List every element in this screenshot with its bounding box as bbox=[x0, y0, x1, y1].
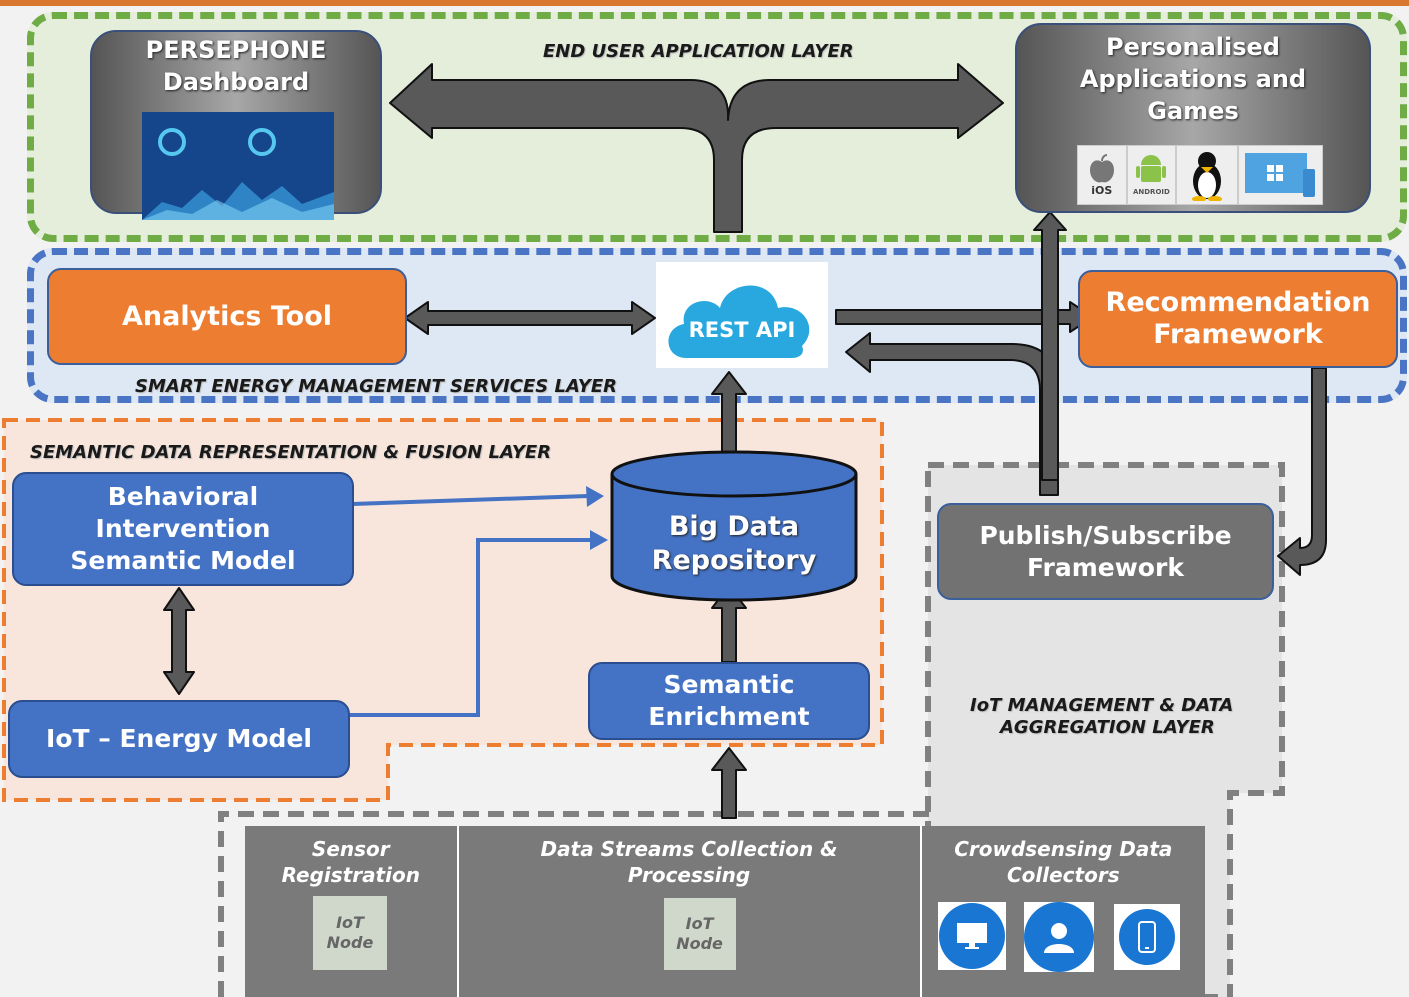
data-streams-cell[interactable]: Data Streams Collection & Processing IoT… bbox=[458, 826, 922, 997]
rest-api-box[interactable]: REST API bbox=[656, 262, 828, 368]
iot-layer-title-1: IoT MANAGEMENT & DATA bbox=[970, 695, 1234, 716]
windows-device-icon bbox=[1237, 145, 1323, 205]
top-accent-bar bbox=[0, 0, 1409, 6]
iot-energy-model-box[interactable]: IoT – Energy Model bbox=[8, 700, 350, 778]
behavioral-title-1: Behavioral bbox=[107, 482, 259, 511]
cloud-icon bbox=[668, 285, 810, 358]
dashboard-screenshot-image bbox=[142, 112, 334, 220]
pubsub-title-1: Publish/Subscribe bbox=[979, 520, 1232, 550]
iot-node-label-1: IoT bbox=[685, 914, 714, 933]
analytics-rest-arrow bbox=[404, 301, 656, 335]
rest-api-label: REST API bbox=[688, 318, 796, 342]
iot-node-label-1: IoT bbox=[336, 913, 364, 932]
pubsub-apps-arrow bbox=[1033, 211, 1067, 481]
behavioral-intervention-box[interactable]: Behavioral Intervention Semantic Model bbox=[12, 472, 354, 586]
analytics-tool-label: Analytics Tool bbox=[121, 300, 332, 332]
apple-icon: iOS bbox=[1077, 145, 1127, 205]
behavioral-title-2: Intervention bbox=[95, 514, 271, 543]
os-logos: iOS ANDROID bbox=[1077, 145, 1323, 205]
bottom-enrichment-arrow bbox=[711, 747, 747, 819]
dashboard-title-2: Dashboard bbox=[162, 68, 310, 96]
recommendation-pubsub-arrow bbox=[1277, 367, 1327, 576]
mobile-phone-icon bbox=[1113, 904, 1180, 970]
recommendation-framework-box[interactable]: Recommendation Framework bbox=[1078, 270, 1398, 368]
streams-title-1: Data Streams Collection & bbox=[540, 837, 838, 861]
analytics-tool-box[interactable]: Analytics Tool bbox=[47, 268, 407, 365]
desktop-icon bbox=[937, 902, 1006, 970]
crowd-title-1: Crowdsensing Data bbox=[954, 837, 1173, 861]
split-arrow bbox=[389, 63, 1004, 233]
publish-subscribe-box[interactable]: Publish/Subscribe Framework bbox=[937, 503, 1274, 600]
sensor-registration-cell[interactable]: Sensor Registration IoT Node bbox=[245, 826, 459, 997]
big-data-repository-cylinder[interactable] bbox=[608, 448, 860, 606]
data-collection-row: Sensor Registration IoT Node Data Stream… bbox=[245, 826, 1205, 997]
sensor-title-2: Registration bbox=[281, 863, 420, 887]
behavioral-title-3: Semantic Model bbox=[70, 546, 296, 575]
semantic-enrichment-box[interactable]: Semantic Enrichment bbox=[588, 662, 870, 740]
behavioral-bigdata-head bbox=[586, 486, 604, 507]
apps-title-2: Applications and bbox=[1079, 65, 1307, 93]
pubsub-rest-arrow bbox=[845, 332, 1059, 496]
iot-bigdata-line bbox=[350, 538, 592, 717]
iot-node-icon: IoT Node bbox=[663, 898, 736, 970]
enrichment-title-1: Semantic bbox=[663, 670, 795, 699]
recommendation-title-2: Framework bbox=[1153, 319, 1323, 350]
crowd-title-2: Collectors bbox=[1006, 863, 1120, 887]
iot-layer-title-2: AGGREGATION LAYER bbox=[1000, 717, 1215, 738]
big-data-label: Big Data Repository bbox=[608, 510, 860, 578]
user-layer-title: END USER APPLICATION LAYER bbox=[543, 41, 854, 62]
user-icon bbox=[1023, 902, 1094, 972]
iot-node-icon: IoT Node bbox=[313, 896, 387, 970]
behavioral-iot-arrow bbox=[163, 587, 195, 695]
android-icon: ANDROID bbox=[1126, 145, 1177, 205]
apps-title-1: Personalised bbox=[1106, 33, 1280, 61]
iot-node-label-2: Node bbox=[676, 934, 723, 953]
linux-tux-icon bbox=[1176, 145, 1238, 205]
dashboard-title-1: PERSEPHONE bbox=[145, 36, 327, 64]
bigdata-title-2: Repository bbox=[651, 545, 817, 576]
bottom-layer-outline bbox=[218, 811, 930, 997]
persephone-dashboard-box[interactable]: PERSEPHONE Dashboard bbox=[90, 30, 382, 220]
personalised-apps-box[interactable]: Personalised Applications and Games iOS … bbox=[1015, 23, 1371, 213]
iot-bigdata-head bbox=[590, 530, 608, 550]
bigdata-title-1: Big Data bbox=[668, 511, 800, 542]
android-label: ANDROID bbox=[1132, 188, 1170, 196]
sensor-title-1: Sensor bbox=[311, 837, 390, 861]
services-layer-title: SMART ENERGY MANAGEMENT SERVICES LAYER bbox=[135, 376, 618, 397]
recommendation-title-1: Recommendation bbox=[1105, 287, 1371, 318]
crowdsensing-cell[interactable]: Crowdsensing Data Collectors bbox=[921, 826, 1205, 997]
enrichment-title-2: Enrichment bbox=[648, 702, 810, 731]
semantic-layer-title: SEMANTIC DATA REPRESENTATION & FUSION LA… bbox=[30, 442, 552, 463]
streams-title-2: Processing bbox=[627, 863, 751, 887]
pubsub-title-2: Framework bbox=[1027, 552, 1184, 582]
apps-title-3: Games bbox=[1147, 97, 1239, 125]
iot-energy-label: IoT – Energy Model bbox=[46, 724, 312, 753]
iot-node-label-2: Node bbox=[326, 933, 374, 952]
ios-label: iOS bbox=[1091, 183, 1113, 197]
behavioral-bigdata-line bbox=[351, 494, 589, 506]
